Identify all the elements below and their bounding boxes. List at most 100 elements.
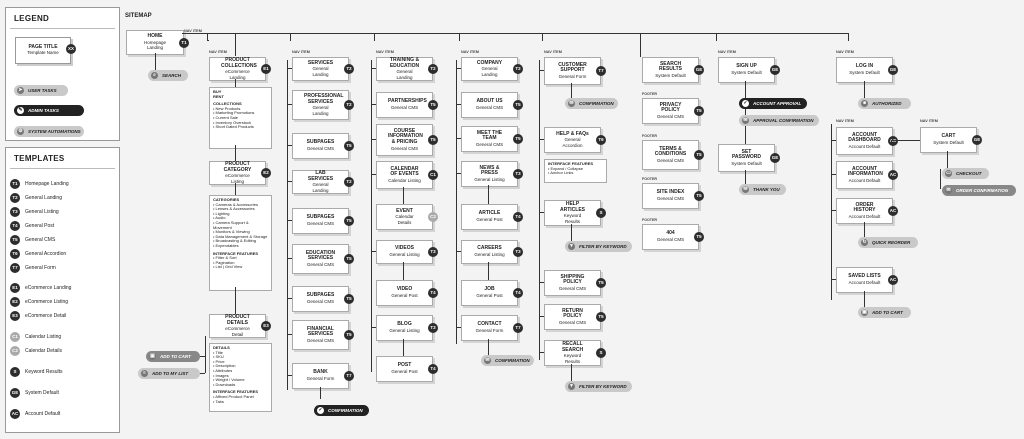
- refresh-icon: ↻: [861, 239, 868, 246]
- list-item: • Inventory Overstock: [213, 119, 252, 125]
- template-badge: T3: [428, 323, 438, 333]
- list-heading: INTERFACE FEATURES: [213, 389, 259, 395]
- page-title: CAREERS: [477, 245, 502, 252]
- confirmation-pill[interactable]: ✉CONFIRMATION: [565, 98, 618, 109]
- page-title: SUBPAGES: [306, 139, 335, 146]
- order-confirmation-pill[interactable]: ✉ORDER CONFIRMATION: [942, 185, 1016, 196]
- connector-line: [371, 104, 376, 105]
- connector-line: [371, 60, 372, 372]
- add-to-cart-pill[interactable]: ▣ADD TO CART: [146, 351, 200, 362]
- connector-line: [940, 169, 941, 189]
- page-title: SUBPAGES: [306, 214, 335, 221]
- wrench-icon: ✎: [17, 107, 24, 114]
- connector-line: [891, 140, 920, 141]
- add-to-cart-pill[interactable]: ▣ADD TO CART: [858, 307, 911, 318]
- approval-confirmation-pill[interactable]: ✉APPROVAL CONFIRMATION: [739, 115, 819, 126]
- page-title: RECALL SEARCH: [561, 340, 584, 353]
- connector-line: [864, 222, 865, 237]
- template-label: General Accordion: [25, 251, 67, 257]
- filter1-pill[interactable]: ▼FILTER BY KEYWORD: [565, 241, 632, 252]
- template-badge: T7: [344, 371, 354, 381]
- template-badge: T3: [428, 247, 438, 257]
- add-to-list-pill[interactable]: ≡ADD TO MY LIST: [138, 368, 200, 379]
- list-item: • Pagination: [213, 259, 235, 265]
- filter2-pill[interactable]: ▼FILTER BY KEYWORD: [565, 381, 632, 392]
- list-item: • Anchor Links: [548, 170, 574, 176]
- connector-line: [287, 145, 292, 146]
- template-name: General CMS: [390, 145, 419, 151]
- template-name: General CMS: [306, 221, 335, 227]
- connector-line: [287, 220, 292, 221]
- divider: [10, 168, 115, 169]
- list-item: • Audio: [213, 215, 226, 221]
- quick-reorder-pill[interactable]: ↻QUICK REORDER: [858, 237, 918, 248]
- divider: [10, 28, 115, 29]
- confirmation-pill[interactable]: ✉CONFIRMATION: [481, 355, 534, 366]
- account-approval-pill[interactable]: ✓ACCOUNT APPROVAL: [739, 98, 807, 109]
- connector-line: [403, 339, 404, 356]
- thank-you-pill[interactable]: ✉THANK YOU: [739, 184, 786, 195]
- authorized-pill[interactable]: ■AUTHORIZED: [858, 98, 911, 109]
- sitemap-title: SITEMAP: [125, 13, 152, 19]
- checkout-pill[interactable]: ▭CHECKOUT: [942, 168, 989, 179]
- template-name: General Listing: [389, 328, 420, 334]
- connector-line: [459, 33, 460, 41]
- connector-line: [235, 79, 236, 87]
- template-name: Calendar Listing: [388, 177, 421, 183]
- template-name: General Post: [391, 369, 418, 375]
- search-pill-pill[interactable]: ⌕SEARCH: [148, 70, 188, 81]
- confirmation-pill[interactable]: ✓CONFIRMATION: [314, 405, 369, 416]
- nav-item-label: NAV ITEM: [209, 50, 227, 54]
